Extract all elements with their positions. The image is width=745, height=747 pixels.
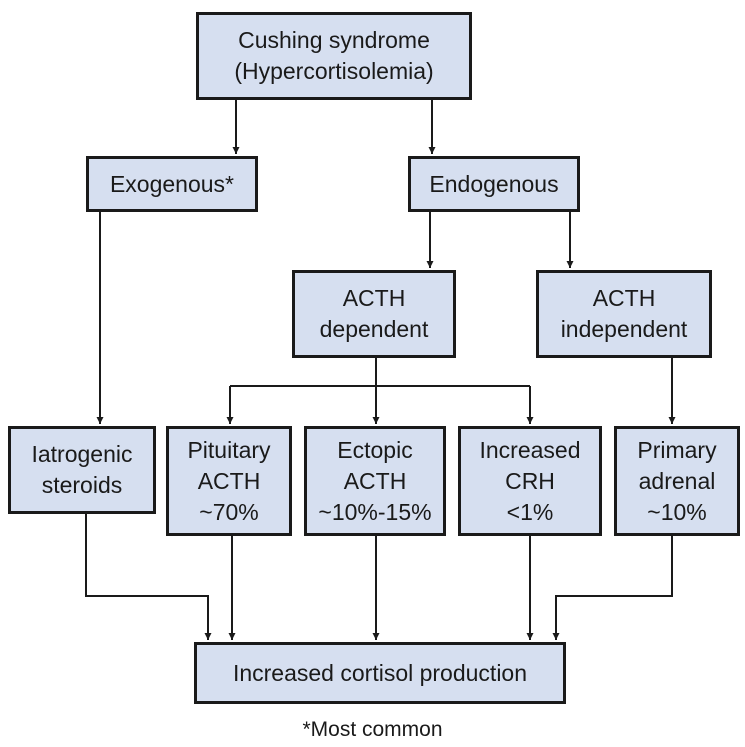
node-iatrogenic-steroids: Iatrogenic steroids [8,426,156,514]
node-acth-dependent: ACTH dependent [292,270,456,358]
node-label-line: ACTH [592,285,656,311]
node-label-line: Pituitary [187,436,271,463]
node-label-line: Ectopic [337,436,413,463]
node-label-line: dependent [319,316,429,342]
edge-iatrogenic-result [85,514,212,640]
node-label-line: Cushing syndrome [238,27,430,53]
node-label-line: Exogenous* [109,170,235,197]
node-increased-crh: Increased CRH <1% [458,426,602,536]
node-label-line: Iatrogenic [31,441,133,467]
node-acth-independent: ACTH independent [536,270,712,358]
node-endogenous: Endogenous [408,156,580,212]
node-label-line: steroids [41,472,123,498]
edge-primary-result [552,536,673,640]
node-label-line: ACTH [342,285,406,311]
node-increased-cortisol-production: Increased cortisol production [194,642,566,704]
node-exogenous: Exogenous* [86,156,258,212]
footnote: *Most common [302,718,443,741]
node-label-line: CRH [505,467,555,494]
node-label-line: Increased cortisol production [232,659,528,686]
node-percentage: <1% [506,498,554,525]
node-label-line: adrenal [638,467,716,494]
node-label-line: (Hypercortisolemia) [234,58,434,84]
node-percentage: ~70% [199,498,259,525]
node-label-line: Increased [479,436,581,463]
node-percentage: ~10% [647,498,707,525]
node-label-line: Endogenous [429,170,559,197]
node-cushing-syndrome: Cushing syndrome (Hypercortisolemia) [196,12,472,100]
node-ectopic-acth: Ectopic ACTH ~10%-15% [304,426,446,536]
node-primary-adrenal: Primary adrenal ~10% [614,426,740,536]
node-label-line: ACTH [197,467,261,494]
node-label-line: Primary [637,436,717,463]
node-pituitary-acth: Pituitary ACTH ~70% [166,426,292,536]
node-percentage: ~10%-15% [318,498,432,525]
node-label-line: ACTH [343,467,407,494]
node-label-line: independent [560,316,688,342]
